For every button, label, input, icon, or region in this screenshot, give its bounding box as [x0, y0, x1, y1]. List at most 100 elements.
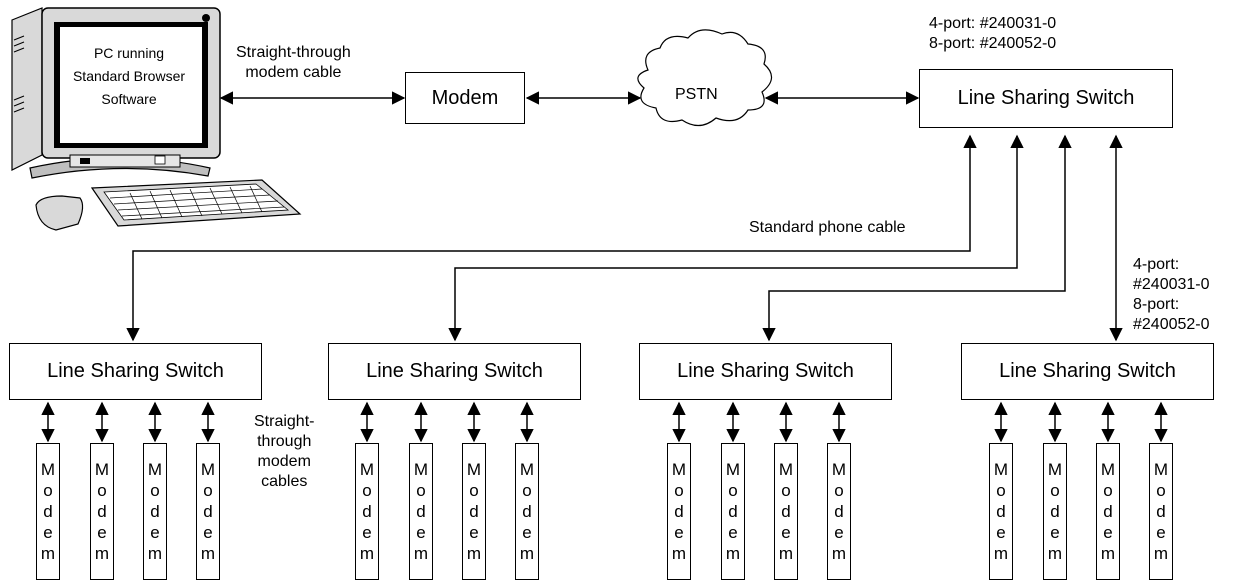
main-switch-part-numbers: 4-port: #240031-0 8-port: #240052-0 — [929, 14, 1056, 54]
part-number-line: 8-port: #240052-0 — [929, 35, 1057, 52]
part-number-line: 8-port: — [1133, 296, 1180, 313]
vertical-modem-letter: e — [781, 523, 791, 542]
main-line-sharing-switch: Line Sharing Switch — [919, 69, 1173, 128]
modem-label: Modem — [431, 86, 499, 109]
pstn-label: PSTN — [675, 86, 718, 103]
vertical-modem-letter: M — [359, 460, 375, 479]
pstn-cloud-icon — [637, 29, 773, 127]
vertical-modem-letter: d — [203, 502, 213, 521]
top-cable-label-line: Straight-through — [236, 44, 351, 61]
vertical-modem-letter: e — [728, 523, 738, 542]
vertical-modem-letter: e — [674, 523, 684, 542]
top-cable-label: Straight-through modem cable — [236, 43, 351, 83]
vertical-modem-letter: o — [834, 481, 844, 500]
vertical-modem-letter: m — [466, 544, 482, 563]
pc-screen-label: PC running Standard Browser Software — [58, 42, 200, 111]
vertical-modem-letter: o — [781, 481, 791, 500]
vertical-modem-letter: M — [1047, 460, 1063, 479]
line-sharing-switch-2: Line Sharing Switch — [328, 343, 581, 400]
vertical-modem-letter: e — [996, 523, 1006, 542]
side-part-numbers: 4-port: #240031-0 8-port: #240052-0 — [1133, 255, 1210, 335]
vertical-modem-letter: d — [834, 502, 844, 521]
vertical-modem-letter: e — [1103, 523, 1113, 542]
vertical-modem-letter: m — [831, 544, 847, 563]
vertical-modem-letter: m — [413, 544, 429, 563]
vertical-modem-letter: d — [97, 502, 107, 521]
vertical-modem-letter: M — [1100, 460, 1116, 479]
vertical-modem-letter: m — [200, 544, 216, 563]
vertical-modem-letter: M — [519, 460, 535, 479]
part-number-line: #240052-0 — [1133, 316, 1210, 333]
vertical-modem-letter: e — [203, 523, 213, 542]
vertical-modem-letter: o — [674, 481, 684, 500]
line-sharing-switch-3: Line Sharing Switch — [639, 343, 892, 400]
vertical-modem-letter: M — [831, 460, 847, 479]
vertical-modem-letter: m — [359, 544, 375, 563]
switch-label: Line Sharing Switch — [677, 360, 854, 382]
vertical-modem-letter: d — [674, 502, 684, 521]
vertical-modem-letter: M — [413, 460, 429, 479]
vertical-modem-letter: M — [147, 460, 163, 479]
vertical-modem-letter: e — [362, 523, 372, 542]
vertical-modem-letter: m — [147, 544, 163, 563]
bottom-cable-label-line: Straight- — [254, 413, 315, 430]
bottom-cable-label: Straight- through modem cables — [254, 412, 314, 492]
part-number-line: 4-port: #240031-0 — [929, 15, 1057, 32]
line-sharing-switch-4: Line Sharing Switch — [961, 343, 1214, 400]
vertical-modem-letter: m — [671, 544, 687, 563]
vertical-modem-letter: o — [1103, 481, 1113, 500]
vertical-modem-letter: M — [94, 460, 110, 479]
bottom-cable-label-line: modem — [257, 453, 311, 470]
vertical-modem-letter: m — [725, 544, 741, 563]
vertical-modem-letter: M — [466, 460, 482, 479]
vertical-modem-letter: e — [43, 523, 53, 542]
vertical-modem-letter: e — [416, 523, 426, 542]
vertical-modem-letter: M — [725, 460, 741, 479]
bottom-cable-label-line: through — [257, 433, 312, 450]
pc-screen-line: Standard Browser — [72, 68, 186, 84]
vertical-modem-letter: e — [834, 523, 844, 542]
vertical-modem-letter: e — [469, 523, 479, 542]
vertical-modem-letter: M — [200, 460, 216, 479]
vertical-modem-letter: m — [94, 544, 110, 563]
vertical-modem-letter: e — [522, 523, 532, 542]
vertical-modem-letter: o — [203, 481, 213, 500]
vertical-modem-letter: d — [781, 502, 791, 521]
vertical-modem-letter: d — [362, 502, 372, 521]
vertical-modem-letter: d — [996, 502, 1006, 521]
vertical-modem-letter: d — [728, 502, 738, 521]
vertical-modem-letter: M — [778, 460, 794, 479]
part-number-line: 4-port: — [1133, 256, 1180, 273]
vertical-modem-letter: m — [993, 544, 1009, 563]
vertical-modem-letter: o — [43, 481, 53, 500]
vertical-modem-letter: d — [150, 502, 160, 521]
vertical-modem-letter: m — [1100, 544, 1116, 563]
vertical-modem-letter: e — [1050, 523, 1060, 542]
vertical-modem-letter: o — [362, 481, 372, 500]
vertical-modem-letter: m — [519, 544, 535, 563]
vertical-modem-letter: o — [97, 481, 107, 500]
pc-screen-line: Software — [101, 91, 157, 107]
vertical-modem-letter: o — [728, 481, 738, 500]
pc-screen-line: PC running — [93, 45, 165, 61]
vertical-modem-letter: d — [469, 502, 479, 521]
vertical-modem-letter: M — [1153, 460, 1169, 479]
vertical-modem-letter: o — [416, 481, 426, 500]
phone-cable-label: Standard phone cable — [749, 219, 906, 236]
vertical-modem-letter: d — [522, 502, 532, 521]
part-number-line: #240031-0 — [1133, 276, 1210, 293]
